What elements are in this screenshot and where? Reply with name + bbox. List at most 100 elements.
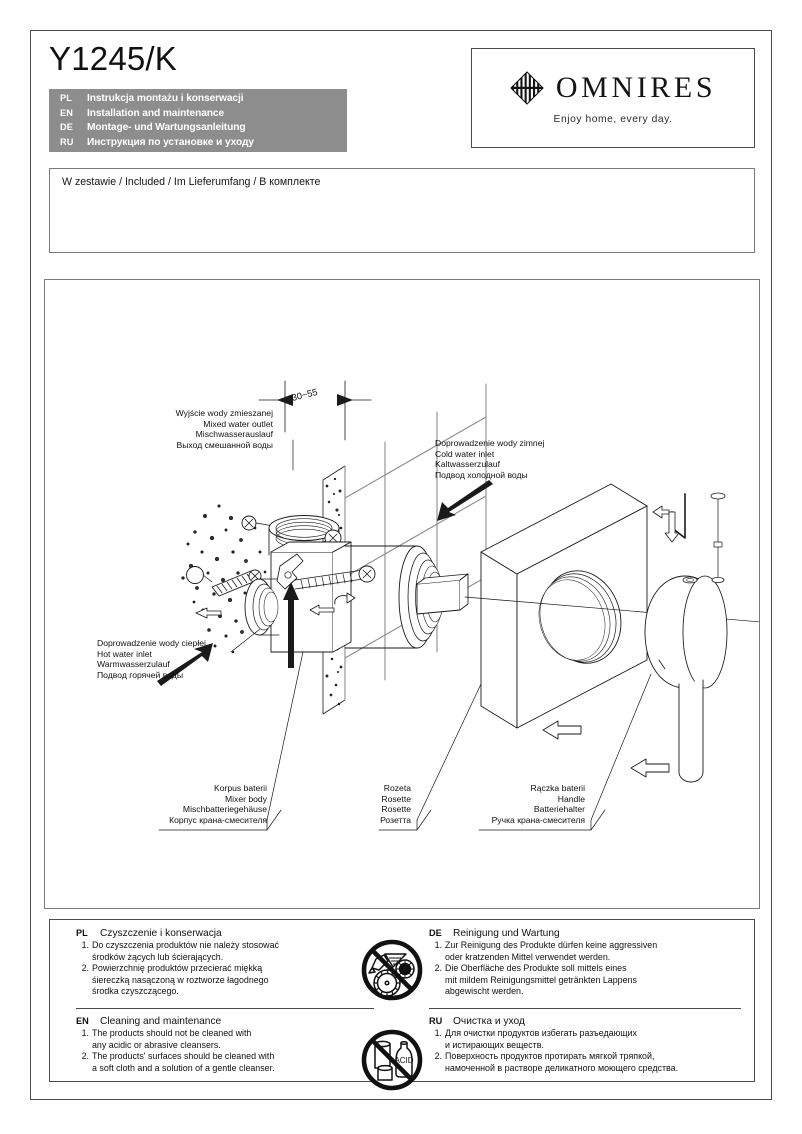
language-row-de: DE Montage- und Wartungsanleitung	[49, 122, 347, 137]
label-mixed-water-outlet-en: Mixed water outlet	[203, 418, 273, 429]
care-code-en: EN	[76, 1016, 89, 1026]
language-code-pl: PL	[60, 93, 72, 103]
label-cold-water-inlet: Doprowadzenie wody zimnej Cold water inl…	[435, 438, 544, 480]
care-list-en: 1. The products should not be cleaned wi…	[76, 1028, 366, 1074]
care-column-left: PL Czyszczenie i konserwacja 1. Do czysz…	[50, 920, 423, 1091]
care-item-number: 1.	[81, 940, 89, 950]
care-block-ru: RU Очистка и уход 1. Для очистки продукт…	[429, 1016, 755, 1074]
language-row-en: EN Installation and maintenance	[49, 108, 347, 123]
included-parts-box: W zestawie / Included / Im Lieferumfang …	[49, 168, 755, 253]
care-item-number: 1.	[434, 1028, 442, 1038]
language-text-pl: Instrukcja montażu i konserwacji	[87, 93, 244, 104]
label-hot-water-inlet-pl: Doprowadzenie wody ciepłej	[97, 638, 206, 648]
label-cold-water-inlet-en: Cold water inlet	[435, 448, 495, 459]
care-code-ru: RU	[429, 1016, 443, 1026]
language-text-ru: Инструкция по установке и уходу	[87, 136, 254, 148]
label-cold-water-inlet-de: Kaltwasserzulauf	[435, 459, 500, 470]
care-item: 1. Do czyszczenia produktów nie należy s…	[76, 940, 346, 963]
label-rosette-de: Rosette	[381, 804, 411, 815]
care-list-pl: 1. Do czyszczenia produktów nie należy s…	[76, 940, 346, 998]
care-item: 2. Поверхность продуктов протирать мягко…	[429, 1051, 755, 1074]
label-handle-de: Batteriehalter	[533, 804, 585, 815]
language-code-ru: RU	[60, 136, 74, 147]
care-item-number: 2.	[81, 1051, 89, 1062]
care-title-en: Cleaning and maintenance	[100, 1016, 222, 1027]
care-item-text: Zur Reinigung des Produkte dürfen keine …	[445, 940, 658, 962]
care-divider-right	[429, 1008, 741, 1009]
care-title-de: Reinigung und Wartung	[453, 928, 560, 939]
brand-tagline: Enjoy home, every day.	[553, 114, 673, 125]
label-cold-water-inlet-pl: Doprowadzenie wody zimnej	[435, 438, 545, 448]
acid-label: ACID	[394, 1056, 413, 1065]
care-item-text: The products should not be cleaned with …	[92, 1028, 252, 1050]
label-cold-water-inlet-ru: Подвод холодной воды	[435, 469, 528, 480]
care-item: 2. Powierzchnię produktów przecierać mię…	[76, 963, 346, 998]
care-item-text: Powierzchnię produktów przecierać miękką…	[92, 963, 269, 997]
label-hot-water-inlet-de: Warmwasserzulauf	[97, 659, 170, 670]
label-mixer-body-de: Mischbatteriegehäuse	[182, 804, 267, 815]
care-code-de: DE	[429, 928, 442, 938]
care-item-text: Do czyszczenia produktów nie należy stos…	[92, 940, 279, 962]
brand-logo-box: OMNIRES Enjoy home, every day.	[471, 48, 755, 148]
care-block-pl: PL Czyszczenie i konserwacja 1. Do czysz…	[76, 928, 346, 998]
language-text-de: Montage- und Wartungsanleitung	[87, 122, 246, 133]
care-divider-left	[76, 1008, 374, 1009]
language-code-de: DE	[60, 122, 73, 132]
care-title-ru: Очистка и уход	[453, 1016, 525, 1027]
omnires-diamond-icon	[510, 71, 544, 105]
care-title-pl: Czyszczenie i konserwacja	[100, 928, 222, 939]
label-rosette: Rozeta Rosette Rosette Розетта	[331, 783, 411, 825]
care-block-en: EN Cleaning and maintenance 1. The produ…	[76, 1016, 366, 1074]
care-list-de: 1. Zur Reinigung des Produkte dürfen kei…	[429, 940, 749, 998]
care-item-text: Для очистки продуктов избегать разъедающ…	[445, 1028, 637, 1050]
label-mixer-body: Korpus baterii Mixer body Mischbatterieg…	[157, 783, 267, 825]
label-handle-en: Handle	[557, 793, 585, 804]
care-item-number: 2.	[81, 963, 89, 974]
care-block-de: DE Reinigung und Wartung 1. Zur Reinigun…	[429, 928, 749, 998]
care-item: 2. The products' surfaces should be clea…	[76, 1051, 366, 1074]
care-instructions-box: PL Czyszczenie i konserwacja 1. Do czysz…	[49, 919, 756, 1091]
label-rosette-pl: Rozeta	[383, 783, 411, 793]
care-item-text: Поверхность продуктов протирать мягкой т…	[445, 1051, 679, 1073]
label-handle-ru: Ручка крана-смесителя	[491, 814, 585, 825]
care-item-number: 2.	[434, 1051, 442, 1062]
care-item-number: 1.	[81, 1028, 89, 1038]
page-frame: Y1245/K PL Instrukcja montażu i konserwa…	[30, 30, 772, 1100]
care-list-ru: 1. Для очистки продуктов избегать разъед…	[429, 1028, 755, 1074]
brand-wordmark: OMNIRES	[555, 71, 717, 104]
language-row-ru: RU Инструкция по установке и уходу	[49, 137, 347, 152]
language-code-en: EN	[60, 107, 73, 118]
label-mixed-water-outlet-de: Mischwasserauslauf	[195, 429, 273, 440]
label-mixer-body-ru: Корпус крана-смесителя	[169, 814, 267, 825]
installation-diagram: Wyjście wody zmieszanej Mixed water outl…	[44, 279, 760, 909]
label-hot-water-inlet-ru: Подвод горячей воды	[97, 669, 183, 680]
care-item-number: 1.	[434, 940, 442, 950]
label-handle: Rączka baterii Handle Batteriehalter Руч…	[451, 783, 585, 825]
page-title: Y1245/K	[49, 40, 178, 77]
no-acid-cleansers-icon: ACID	[360, 1028, 424, 1097]
label-mixed-water-outlet-ru: Выход смешанной воды	[176, 439, 273, 450]
label-mixer-body-en: Mixer body	[224, 793, 267, 804]
label-mixed-water-outlet-pl: Wyjście wody zmieszanej	[175, 408, 273, 418]
label-hot-water-inlet-en: Hot water inlet	[97, 648, 152, 659]
care-column-right: DE Reinigung und Wartung 1. Zur Reinigun…	[403, 920, 756, 1081]
included-parts-title: W zestawie / Included / Im Lieferumfang …	[62, 176, 321, 188]
label-mixer-body-pl: Korpus baterii	[213, 783, 267, 793]
care-item: 1. Для очистки продуктов избегать разъед…	[429, 1028, 755, 1051]
care-code-pl: PL	[76, 928, 88, 938]
installation-drawing	[157, 380, 759, 831]
language-text-en: Installation and maintenance	[87, 107, 225, 119]
language-title-band: PL Instrukcja montażu i konserwacji EN I…	[49, 89, 347, 152]
care-item-text: Die Oberfläche des Produkte soll mittels…	[445, 963, 637, 997]
care-item: 1. The products should not be cleaned wi…	[76, 1028, 366, 1051]
care-item-text: The products' surfaces should be cleaned…	[92, 1051, 275, 1073]
no-abrasive-tools-icon	[360, 938, 424, 1007]
label-mixed-water-outlet: Wyjście wody zmieszanej Mixed water outl…	[153, 408, 273, 450]
language-row-pl: PL Instrukcja montażu i konserwacji	[49, 93, 347, 108]
care-item-number: 2.	[434, 963, 442, 974]
label-rosette-ru: Розетта	[380, 814, 411, 825]
care-item: 2. Die Oberfläche des Produkte soll mitt…	[429, 963, 749, 998]
label-rosette-en: Rosette	[381, 793, 411, 804]
page-header: Y1245/K PL Instrukcja montażu i konserwa…	[31, 31, 773, 166]
care-item: 1. Zur Reinigung des Produkte dürfen kei…	[429, 940, 749, 963]
